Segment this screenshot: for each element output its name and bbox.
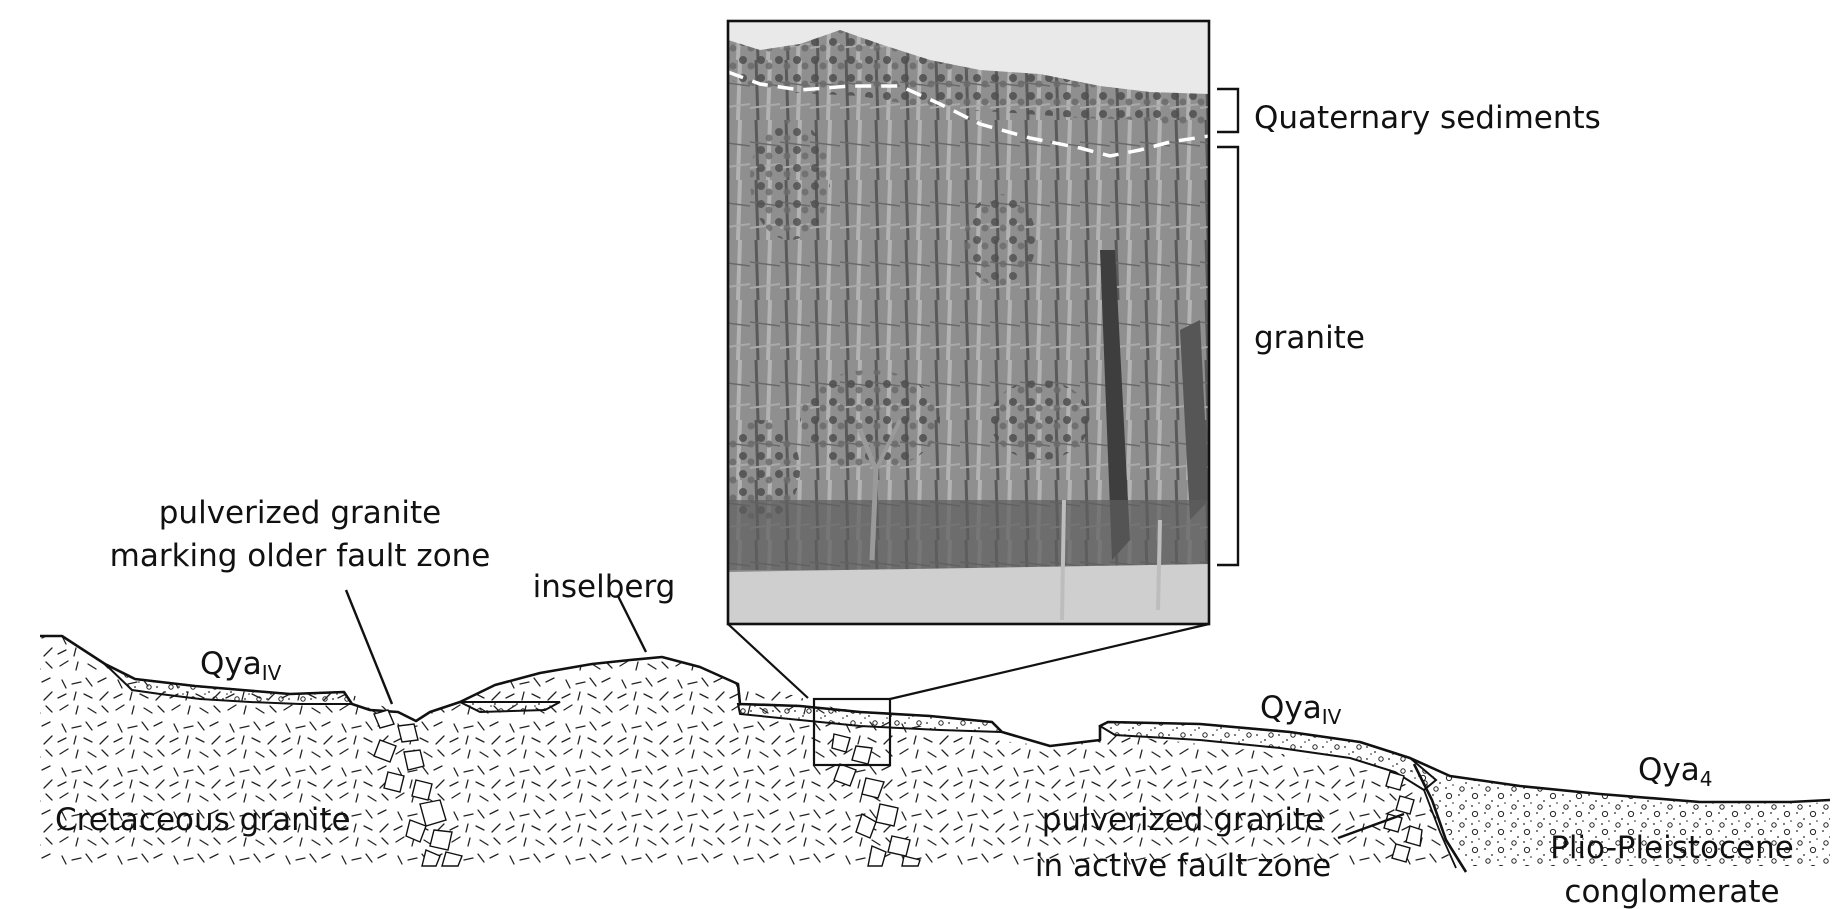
- label-quaternary-sediments: Quaternary sediments: [1254, 100, 1601, 136]
- conglomerate-body: [1410, 770, 1830, 866]
- ground-surface: [40, 634, 1831, 804]
- leader-active-fault: [1337, 812, 1405, 840]
- bracket-granite: [1217, 145, 1240, 567]
- inset-leader-left: [727, 623, 809, 699]
- outcrop-photo: [726, 19, 1211, 626]
- label-conglomerate: conglomerate: [1564, 874, 1779, 909]
- label-pulverized-old-1: pulverized granite: [159, 495, 442, 531]
- bracket-quaternary: [1217, 87, 1240, 134]
- label-granite-photo: granite: [1254, 320, 1365, 356]
- pulverized-zone-active: [1383, 771, 1423, 863]
- label-qya-iv-left: QyaIV: [200, 646, 282, 685]
- active-fault-line: [1412, 763, 1468, 873]
- contact-dashed-line: [728, 70, 1209, 158]
- label-pulverized-active-2: in active fault zone: [1035, 848, 1331, 884]
- leader-inselberg: [616, 595, 648, 653]
- label-pulverized-old-2: marking older fault zone: [110, 538, 491, 574]
- active-fault-line-secondary: [1423, 789, 1457, 869]
- granite-body: [40, 636, 1452, 866]
- label-cretaceous-granite: Cretaceous granite: [55, 802, 351, 838]
- label-pulverized-active-1: pulverized granite: [1042, 802, 1325, 838]
- inset-leader-right: [889, 622, 1210, 701]
- pulverized-zone-older: [373, 709, 463, 867]
- label-qya-iv-right: QyaIV: [1260, 690, 1342, 729]
- low-sediment: [459, 701, 561, 714]
- cross-section: [40, 622, 1831, 873]
- label-inselberg: inselberg: [533, 569, 676, 605]
- inset-locator-box: [812, 697, 892, 767]
- leader-older-fault: [344, 589, 394, 705]
- label-qya-4: Qya4: [1638, 752, 1712, 791]
- photo-frame: [726, 19, 1211, 626]
- label-plio-pleistocene: Plio-Pleistocene: [1550, 830, 1794, 866]
